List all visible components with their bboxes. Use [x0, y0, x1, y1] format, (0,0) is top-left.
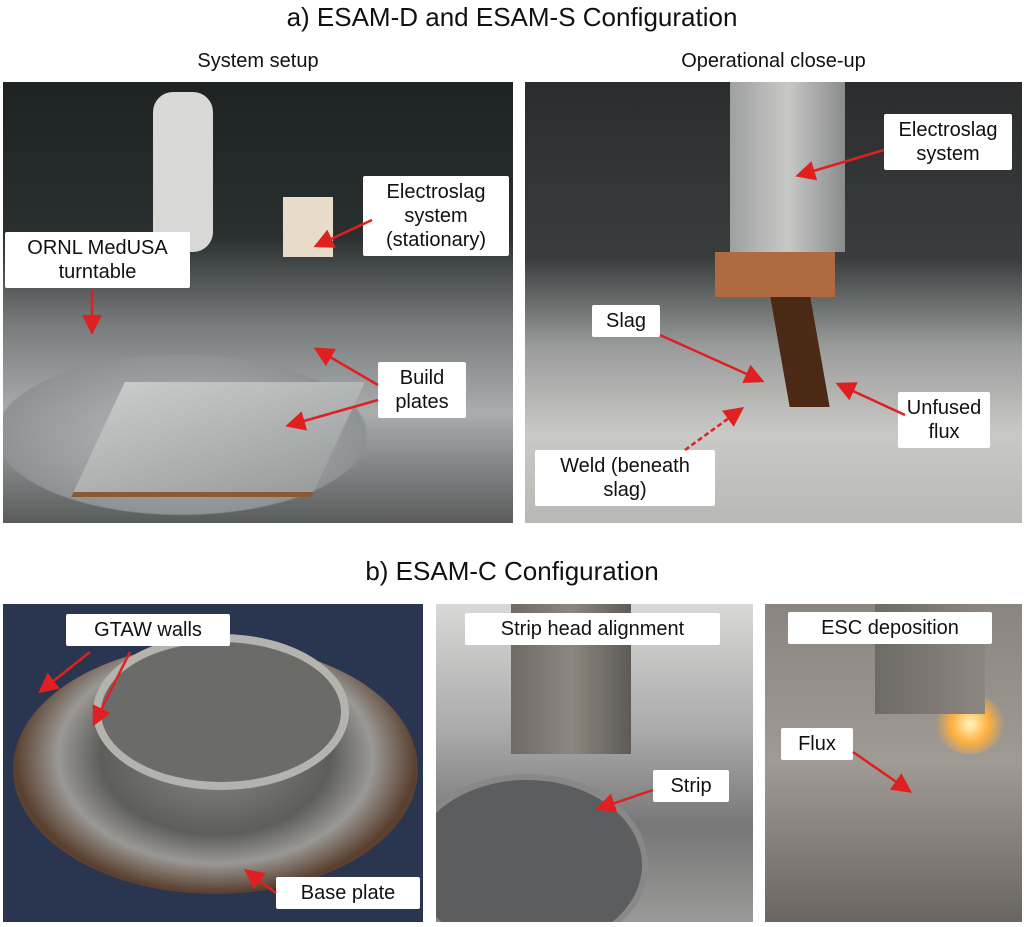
flux-label: Flux	[781, 728, 853, 760]
panel-b-title: b) ESAM-C Configuration	[365, 556, 659, 586]
weld-label: Weld (beneath slag)	[535, 450, 715, 506]
panel-a-title: a) ESAM-D and ESAM-S Configuration	[286, 2, 738, 32]
system-setup-caption: System setup	[197, 50, 319, 72]
turntable-label: ORNL MedUSA turntable	[5, 232, 190, 288]
strip-label: Strip	[653, 770, 729, 802]
unfused-flux-label: Unfused flux	[898, 392, 990, 448]
base-plate-label: Base plate	[276, 877, 420, 909]
build-plates-label: Build plates	[378, 362, 466, 418]
esc-deposition-label: ESC deposition	[788, 612, 992, 644]
esc-deposition-photo	[765, 604, 1022, 922]
strip-head-photo	[436, 604, 753, 922]
electroslag-stationary-label: Electroslag system (stationary)	[363, 176, 509, 256]
gtaw-walls-label: GTAW walls	[66, 614, 230, 646]
gtaw-walls-photo	[3, 604, 423, 922]
closeup-caption: Operational close-up	[681, 50, 866, 72]
system-setup-photo	[3, 82, 513, 523]
strip-head-label: Strip head alignment	[465, 613, 720, 645]
electroslag-system-label: Electroslag system	[884, 114, 1012, 170]
slag-label: Slag	[592, 305, 660, 337]
